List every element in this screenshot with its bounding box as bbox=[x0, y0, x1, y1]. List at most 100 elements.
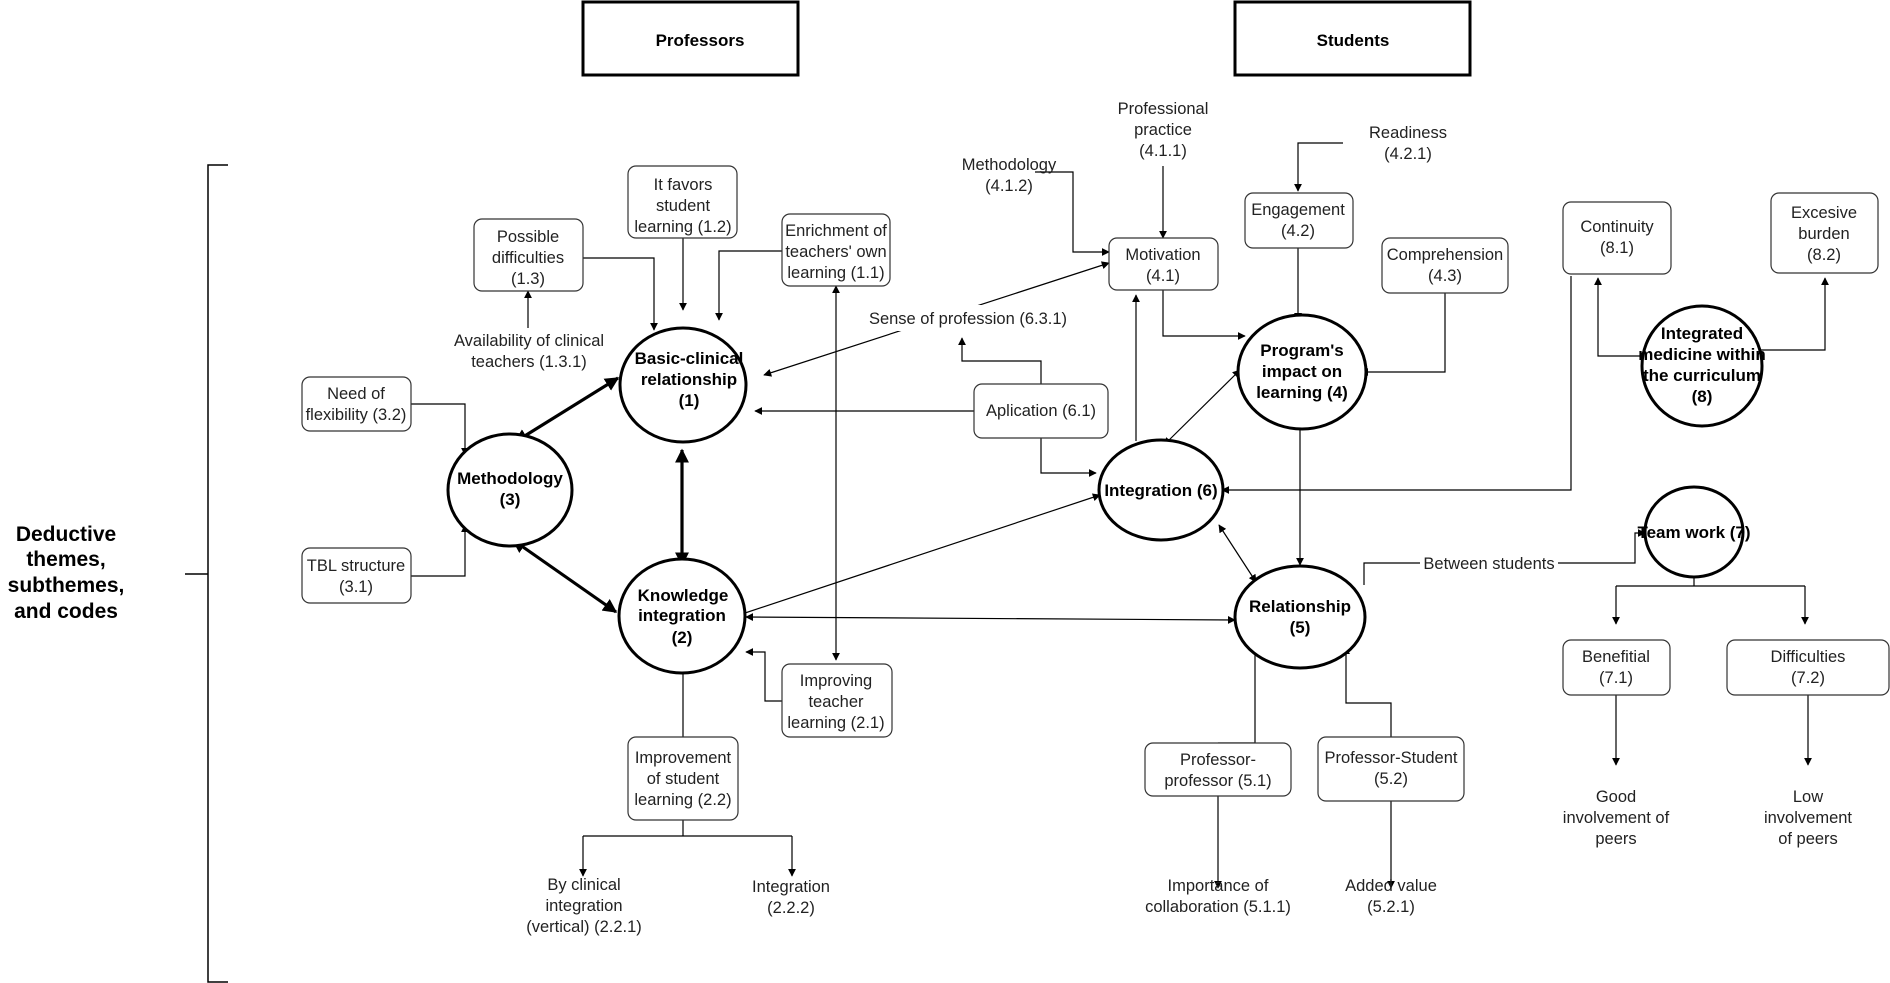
connectors bbox=[185, 142, 1829, 983]
svg-text:integration: integration bbox=[638, 606, 726, 625]
svg-text:themes,: themes, bbox=[26, 548, 105, 571]
subtheme-aplication: Aplication (6.1) bbox=[973, 383, 1109, 439]
svg-text:learning (1.2): learning (1.2) bbox=[634, 218, 731, 236]
code-methodology-4-1-2: Methodology (4.1.2) bbox=[962, 156, 1057, 195]
svg-text:(8.1): (8.1) bbox=[1600, 239, 1634, 257]
theme-relationship: Relationship (5) bbox=[1233, 564, 1367, 670]
side-label: Deductive themes, subthemes, and codes bbox=[8, 523, 125, 623]
svg-text:(5): (5) bbox=[1290, 618, 1311, 637]
svg-text:of student: of student bbox=[647, 770, 720, 788]
svg-text:learning (2.2): learning (2.2) bbox=[634, 791, 731, 809]
theme-integration: Integration (6) bbox=[1097, 438, 1225, 542]
svg-text:Low: Low bbox=[1793, 788, 1823, 806]
svg-text:Integrated: Integrated bbox=[1661, 324, 1743, 343]
arrow-aplication-integration bbox=[1040, 438, 1097, 477]
subtheme-motivation: Motivation (4.1) bbox=[1108, 237, 1219, 291]
svg-text:Integration (6): Integration (6) bbox=[1104, 481, 1217, 500]
svg-text:Continuity: Continuity bbox=[1580, 218, 1654, 236]
arrow-integration-relationship bbox=[1218, 524, 1257, 583]
svg-text:flexibility (3.2): flexibility (3.2) bbox=[306, 406, 407, 424]
arrow-enrichment-basic bbox=[715, 250, 782, 321]
svg-text:Importance of: Importance of bbox=[1168, 877, 1269, 895]
header-students: Students bbox=[1233, 0, 1472, 77]
svg-text:Improving: Improving bbox=[800, 672, 872, 690]
code-between-students: Between students bbox=[1420, 552, 1558, 574]
arrow-integration-impact bbox=[1163, 369, 1241, 446]
svg-text:(7.2): (7.2) bbox=[1791, 669, 1825, 687]
arrow-integrated-continuity bbox=[1594, 277, 1645, 357]
svg-text:Knowledge: Knowledge bbox=[638, 586, 729, 605]
svg-text:Methodology: Methodology bbox=[457, 469, 563, 488]
svg-text:Program's: Program's bbox=[1260, 341, 1343, 360]
code-integration-2-2-2: Integration (2.2.2) bbox=[752, 878, 830, 917]
svg-text:(4.1): (4.1) bbox=[1146, 267, 1180, 285]
code-by-clinical: By clinical integration (vertical) (2.2.… bbox=[526, 876, 642, 936]
svg-text:learning (1.1): learning (1.1) bbox=[787, 264, 884, 282]
svg-text:Methodology: Methodology bbox=[962, 156, 1057, 174]
header-professors: Professors bbox=[581, 0, 800, 77]
svg-text:Added value: Added value bbox=[1345, 877, 1437, 895]
svg-text:Excesive: Excesive bbox=[1791, 204, 1857, 222]
svg-text:(8): (8) bbox=[1692, 387, 1713, 406]
svg-text:Readiness: Readiness bbox=[1369, 124, 1447, 142]
subtheme-difficulties-1-3: Possible difficulties (1.3) bbox=[473, 218, 584, 292]
svg-text:Professor-Student: Professor-Student bbox=[1325, 749, 1458, 767]
arrow-methodology-basic bbox=[513, 376, 620, 444]
svg-text:(4.2.1): (4.2.1) bbox=[1384, 145, 1432, 163]
arrow-methodology-motivation bbox=[1035, 171, 1110, 256]
arrow-motivation-impact bbox=[1162, 290, 1246, 340]
svg-text:(4.1.2): (4.1.2) bbox=[985, 177, 1033, 195]
svg-text:Aplication (6.1): Aplication (6.1) bbox=[986, 402, 1096, 420]
svg-text:(8.2): (8.2) bbox=[1807, 246, 1841, 264]
arrow-profstudent-relationship bbox=[1342, 646, 1392, 737]
svg-text:(4.2): (4.2) bbox=[1281, 222, 1315, 240]
svg-text:(1.3): (1.3) bbox=[511, 270, 545, 288]
arrow-profprof-relationship bbox=[1218, 642, 1259, 744]
subtheme-improving-teacher: Improving teacher learning (2.1) bbox=[781, 663, 893, 738]
svg-text:Basic-clinical: Basic-clinical bbox=[635, 349, 744, 368]
arrow-relationship-knowledge bbox=[745, 613, 1236, 624]
svg-text:subthemes,: subthemes, bbox=[8, 574, 125, 597]
theme-programs-impact: Program's impact on learning (4) bbox=[1236, 313, 1368, 431]
svg-text:(1): (1) bbox=[679, 391, 700, 410]
subtheme-need-flexibility: Need of flexibility (3.2) bbox=[301, 376, 412, 432]
svg-text:teachers (1.3.1): teachers (1.3.1) bbox=[471, 353, 587, 371]
svg-text:Engagement: Engagement bbox=[1251, 201, 1345, 219]
code-low-involvement: Low involvement of peers bbox=[1764, 788, 1852, 848]
arrow-improving-knowledge bbox=[745, 648, 782, 702]
arrow-comprehension-impact bbox=[1360, 293, 1446, 376]
svg-text:Integration: Integration bbox=[752, 878, 830, 896]
svg-text:Comprehension: Comprehension bbox=[1387, 246, 1503, 264]
svg-text:By clinical: By clinical bbox=[547, 876, 620, 894]
svg-text:(2): (2) bbox=[672, 628, 693, 647]
header-professors-label: Professors bbox=[656, 31, 745, 50]
code-availability: Availability of clinical teachers (1.3.1… bbox=[454, 332, 604, 371]
side-bracket bbox=[185, 164, 228, 983]
arrow-aplication-sense bbox=[958, 337, 1042, 384]
svg-text:Possible: Possible bbox=[497, 228, 559, 246]
subtheme-engagement: Engagement (4.2) bbox=[1244, 192, 1354, 249]
subtheme-favors: It favors student learning (1.2) bbox=[627, 165, 738, 239]
subtheme-benefitial: Benefitial (7.1) bbox=[1562, 639, 1671, 696]
svg-text:(3): (3) bbox=[500, 490, 521, 509]
svg-text:(7.1): (7.1) bbox=[1599, 669, 1633, 687]
svg-text:(vertical) (2.2.1): (vertical) (2.2.1) bbox=[526, 918, 642, 936]
svg-text:impact on: impact on bbox=[1262, 362, 1342, 381]
svg-text:Between students: Between students bbox=[1423, 555, 1554, 573]
theme-knowledge-integration: Knowledge integration (2) bbox=[617, 557, 747, 675]
svg-text:TBL structure: TBL structure bbox=[307, 557, 405, 575]
svg-text:It favors: It favors bbox=[654, 176, 713, 194]
arrow-methodology-knowledge bbox=[511, 538, 618, 614]
arrow-continuity-integration bbox=[1221, 276, 1572, 494]
svg-text:Need of: Need of bbox=[327, 385, 385, 403]
svg-text:(4.3): (4.3) bbox=[1428, 267, 1462, 285]
subtheme-prof-prof: Professor- professor (5.1) bbox=[1144, 742, 1292, 797]
svg-text:Improvement: Improvement bbox=[635, 749, 732, 767]
subtheme-prof-student: Professor-Student (5.2) bbox=[1317, 736, 1465, 802]
arrow-difficulties-basic bbox=[582, 257, 658, 331]
svg-text:learning (2.1): learning (2.1) bbox=[787, 714, 884, 732]
arrow-teamwork-branches bbox=[1615, 573, 1806, 622]
subtheme-comprehension: Comprehension (4.3) bbox=[1381, 237, 1509, 294]
svg-text:involvement: involvement bbox=[1764, 809, 1852, 827]
theme-methodology: Methodology (3) bbox=[446, 432, 574, 548]
